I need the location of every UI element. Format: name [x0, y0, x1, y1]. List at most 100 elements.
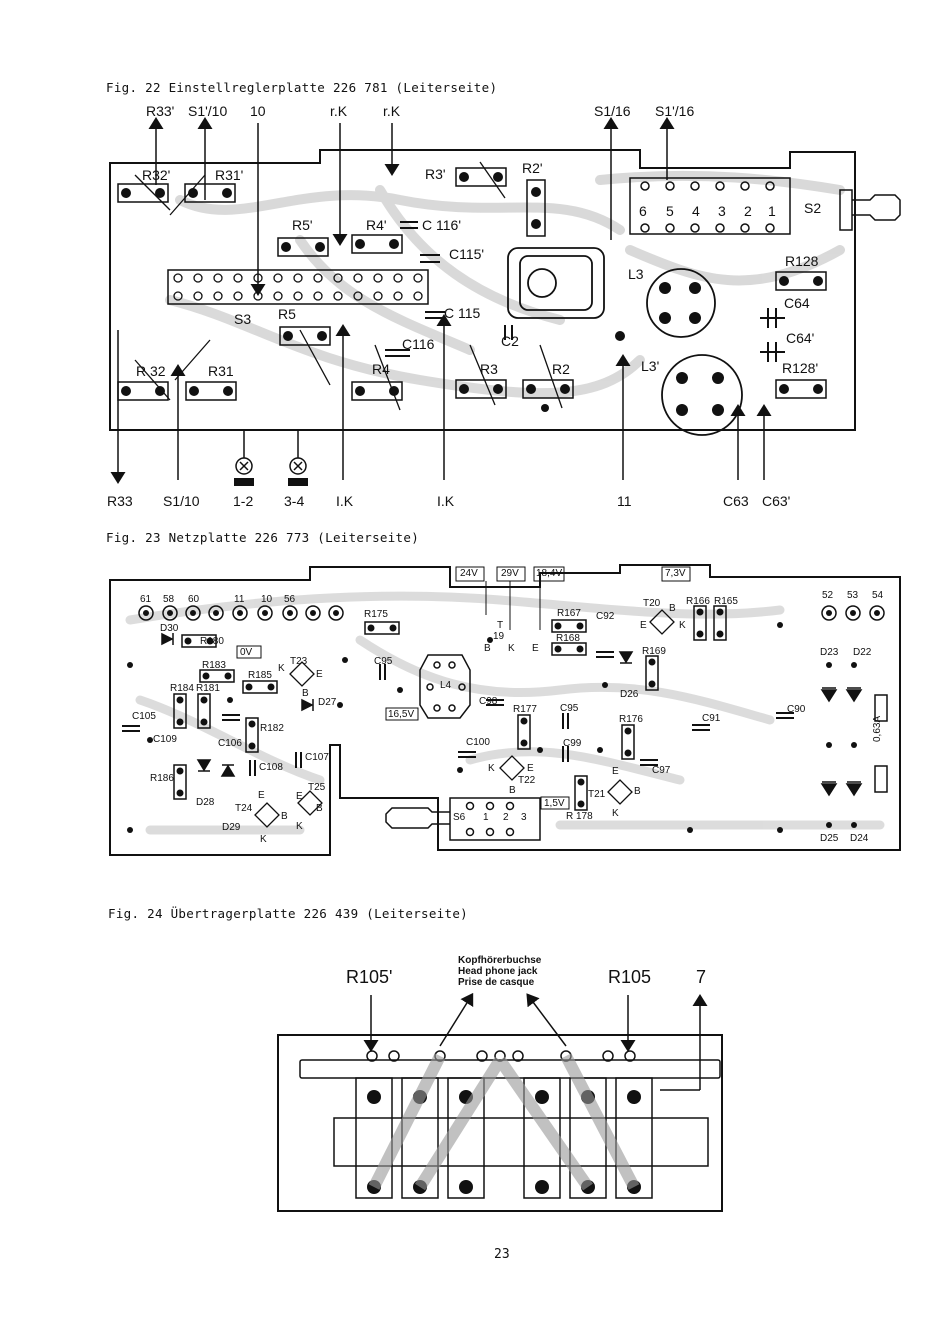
fig22-board-label: L3: [628, 266, 644, 282]
fig24-label-r105-prime: R105': [346, 967, 393, 987]
fig23-board-label: S6: [453, 812, 466, 823]
fig22-board-label: R31': [215, 167, 244, 183]
fig22-board-label: R3': [425, 166, 446, 182]
fig22-board-label: S2: [804, 200, 822, 216]
fig23-board-label: T22: [518, 775, 536, 786]
fig23-board-label: 52: [822, 590, 834, 601]
fig23-board-label: C107: [305, 752, 329, 763]
fig22-board-label: C 116': [422, 217, 461, 233]
fig22-top-label: S1'/10: [188, 103, 228, 119]
jack-label-de: Kopfhörerbuchse: [458, 955, 542, 966]
fig24-label-7: 7: [696, 967, 707, 987]
fig22-top-label: S1/16: [594, 103, 631, 119]
fig23-board-label: D28: [196, 797, 215, 808]
fig23-board-label: R184: [170, 683, 194, 694]
fig23-board-label: B: [302, 688, 309, 699]
fig22-bottom-label: C63: [723, 493, 749, 509]
fig22-board-label: C64: [784, 295, 810, 311]
fig22-board-label: R31: [208, 363, 234, 379]
fig22-top-label: S1'/16: [655, 103, 695, 119]
fig22-bottom-label: 11: [617, 493, 632, 509]
fig23-board-label: C97: [652, 765, 671, 776]
fig23-board-label: T23: [290, 656, 308, 667]
fuse-label: 0,63A: [872, 715, 883, 742]
fig22-bottom-label: C63': [762, 493, 791, 509]
fig23-board-label: K: [508, 643, 515, 654]
fig23-board-label: B: [634, 786, 641, 797]
fig23-board-label: 58: [163, 594, 175, 605]
fig23-board-label: 10: [261, 594, 273, 605]
fig22-bottom-label: S1/10: [163, 493, 200, 509]
fig22-board-label: R32': [142, 167, 171, 183]
fig23-board-label: K: [278, 663, 285, 674]
fig23-board-label: D29: [222, 822, 241, 833]
fig22-top-label: r.K: [330, 103, 348, 119]
fig22-board-label: R 32: [136, 363, 166, 379]
fig23-board-label: K: [488, 763, 495, 774]
fig23-board-label: R167: [557, 608, 581, 619]
fig22-caption: Fig. 22 Einstellreglerplatte 226 781 (Le…: [106, 80, 498, 95]
fig23-board-label: R186: [150, 773, 174, 784]
fig23-board-label: T20: [643, 598, 661, 609]
fig23-board-label: D30: [160, 623, 179, 634]
fig23-board-label: D27: [318, 697, 337, 708]
fig23-board-label: C95: [560, 703, 579, 714]
fig23-board-label: 11: [234, 594, 245, 605]
voltage-label: 0V: [240, 647, 253, 658]
fig23-board-label: B: [669, 603, 676, 614]
fig23-board-label: R180: [200, 636, 224, 647]
fig22-board-label: R2': [522, 160, 543, 176]
fig23-caption: Fig. 23 Netzplatte 226 773 (Leiterseite): [106, 530, 420, 545]
fig23-board-label: 61: [140, 594, 152, 605]
fig23-board-label: R182: [260, 723, 284, 734]
fig23-board-label: R181: [196, 683, 220, 694]
fig23-board-label: D22: [853, 647, 872, 658]
fig23-board-label: C108: [259, 762, 283, 773]
fig23-board-label: C99: [563, 738, 582, 749]
fig22-board-label: C2: [501, 333, 519, 349]
fig22-board-label: C115': [449, 246, 485, 262]
fig23-board-label: C106: [218, 738, 242, 749]
fig23-board-label: E: [258, 790, 265, 801]
fig23-board-label: E: [316, 669, 323, 680]
fig23-board-label: E: [612, 766, 619, 777]
fig23-board-label: K: [296, 821, 303, 832]
fig23-board-label: C98: [479, 696, 498, 707]
fig23-board-label: C92: [596, 611, 615, 622]
fig23-board-label: 2: [503, 812, 509, 823]
fig23-board-label: 3: [521, 812, 527, 823]
fig22-board-label: R2: [552, 361, 570, 377]
fig24-caption: Fig. 24 Übertragerplatte 226 439 (Leiter…: [108, 906, 468, 921]
fig22-board-label: R3: [480, 361, 498, 377]
fig22-board-label: R128': [782, 360, 819, 376]
fig22-board-label: R5': [292, 217, 313, 233]
fig23-board-label: C105: [132, 711, 156, 722]
voltage-label: 16,5V: [388, 709, 415, 720]
fig23-board-label: D24: [850, 833, 869, 844]
fig23-board-label: R168: [556, 633, 580, 644]
voltage-label: 1,5V: [544, 798, 565, 809]
voltage-label: 29V: [501, 568, 519, 579]
fig22-board-label: 4: [692, 203, 700, 219]
fig23-board-label: E: [640, 620, 647, 631]
voltage-label: 24V: [460, 568, 478, 579]
fig23-board-label: T24: [235, 803, 253, 814]
fig23-board-label: T25: [308, 782, 326, 793]
fig23-board-label: R176: [619, 714, 643, 725]
fig23-board-label: C95: [374, 656, 393, 667]
fig22-bottom-label: 3-4: [284, 493, 305, 509]
fig23-board-label: 60: [188, 594, 200, 605]
fig23-board-label: L4: [440, 680, 452, 691]
fig23-board-label: E: [296, 791, 303, 802]
fig22-board-label: 5: [666, 203, 674, 219]
page-number: 23: [494, 1247, 510, 1262]
fig23-board-label: R166: [686, 596, 710, 607]
jack-label-fr: Prise de casque: [458, 977, 535, 988]
fig23-board-label: R185: [248, 670, 272, 681]
fig22-bottom-label: R33: [107, 493, 133, 509]
fig23-board-label: R169: [642, 646, 666, 657]
fig22-board-label: 1: [768, 203, 776, 219]
fig23-board-label: C109: [153, 734, 177, 745]
fig23-board-label: R183: [202, 660, 226, 671]
fig22-board: [109, 149, 856, 431]
